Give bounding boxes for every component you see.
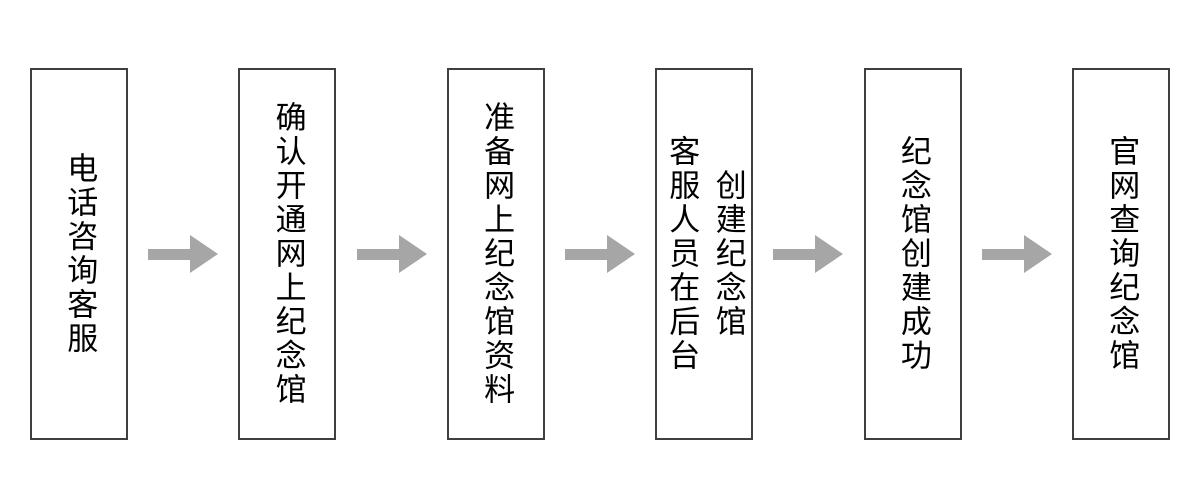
step-text-line: 官网查询纪念馆 (1104, 135, 1140, 373)
arrow-right-icon (148, 235, 219, 273)
flow-step-2-text: 确认开通网上纪念馆 (264, 70, 311, 438)
arrow-shaft (148, 248, 191, 260)
flow-step-4-text: 客服人员在后台 创建纪念馆 (658, 70, 751, 438)
flow-step-2: 确认开通网上纪念馆 (238, 68, 337, 440)
flow-step-5-text: 纪念馆创建成功 (889, 70, 936, 438)
arrow-shaft (565, 248, 608, 260)
arrow-right-icon (773, 235, 844, 273)
step-text-line: 客服人员在后台 (664, 135, 700, 373)
flow-connector-4 (753, 68, 863, 440)
flow-step-6-text: 官网查询纪念馆 (1098, 70, 1145, 438)
flow-step-3-text: 准备网上纪念馆资料 (473, 70, 520, 438)
flow-step-4: 客服人员在后台 创建纪念馆 (655, 68, 754, 440)
flow-connector-1 (128, 68, 238, 440)
arrow-head (607, 235, 636, 273)
step-text-line: 准备网上纪念馆资料 (479, 101, 515, 407)
arrow-head (815, 235, 844, 273)
flow-step-1: 电话咨询客服 (30, 68, 128, 440)
flow-step-5: 纪念馆创建成功 (863, 68, 962, 440)
step-text-line: 创建纪念馆 (710, 169, 746, 339)
flow-connector-2 (336, 68, 446, 440)
flow-connector-3 (545, 68, 655, 440)
step-text-line: 纪念馆创建成功 (895, 135, 931, 373)
arrow-right-icon (356, 235, 427, 273)
arrow-shaft (773, 248, 816, 260)
arrow-head (1023, 235, 1052, 273)
step-text-line: 确认开通网上纪念馆 (270, 101, 306, 407)
arrow-head (190, 235, 219, 273)
flow-connector-5 (962, 68, 1072, 440)
arrow-shaft (356, 248, 399, 260)
arrow-shaft (981, 248, 1024, 260)
flow-step-3: 准备网上纪念馆资料 (446, 68, 545, 440)
step-text-line: 电话咨询客服 (62, 152, 98, 356)
flow-step-1-text: 电话咨询客服 (56, 70, 103, 438)
arrow-right-icon (565, 235, 636, 273)
arrow-right-icon (981, 235, 1052, 273)
arrow-head (398, 235, 427, 273)
flow-step-6: 官网查询纪念馆 (1072, 68, 1171, 440)
